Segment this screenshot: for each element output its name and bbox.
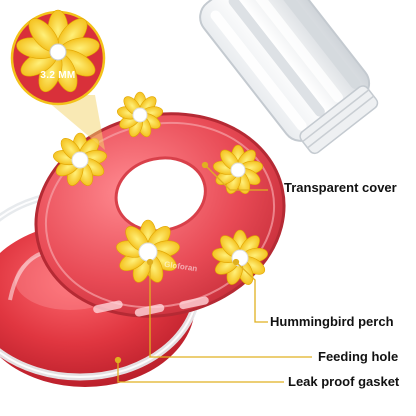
flower-perch-2 — [53, 132, 107, 186]
callout-line-gasket — [117, 360, 284, 383]
feeding-hole-label: Feeding hole — [318, 349, 399, 364]
hole-size-label: 3.2 MM — [40, 70, 76, 81]
flower-perch-3 — [213, 144, 263, 195]
hole-size-inset — [10, 9, 106, 106]
flower-perch-5 — [212, 229, 268, 285]
inset-pointer — [40, 95, 105, 150]
callout-line-feeding-hole — [149, 262, 312, 358]
callout-lines — [114, 161, 312, 383]
hummingbird-perch-label: Hummingbird perch — [270, 314, 394, 329]
leak-proof-gasket-label: Leak proof gasket — [288, 374, 400, 389]
callout-line-cover — [204, 164, 268, 191]
flower-perch-1 — [116, 91, 164, 138]
callout-line-perch — [235, 261, 268, 323]
flower-perch-4 — [116, 219, 180, 283]
transparent-cover — [199, 0, 379, 155]
transparent-cover-label: Transparent cover — [284, 180, 397, 195]
